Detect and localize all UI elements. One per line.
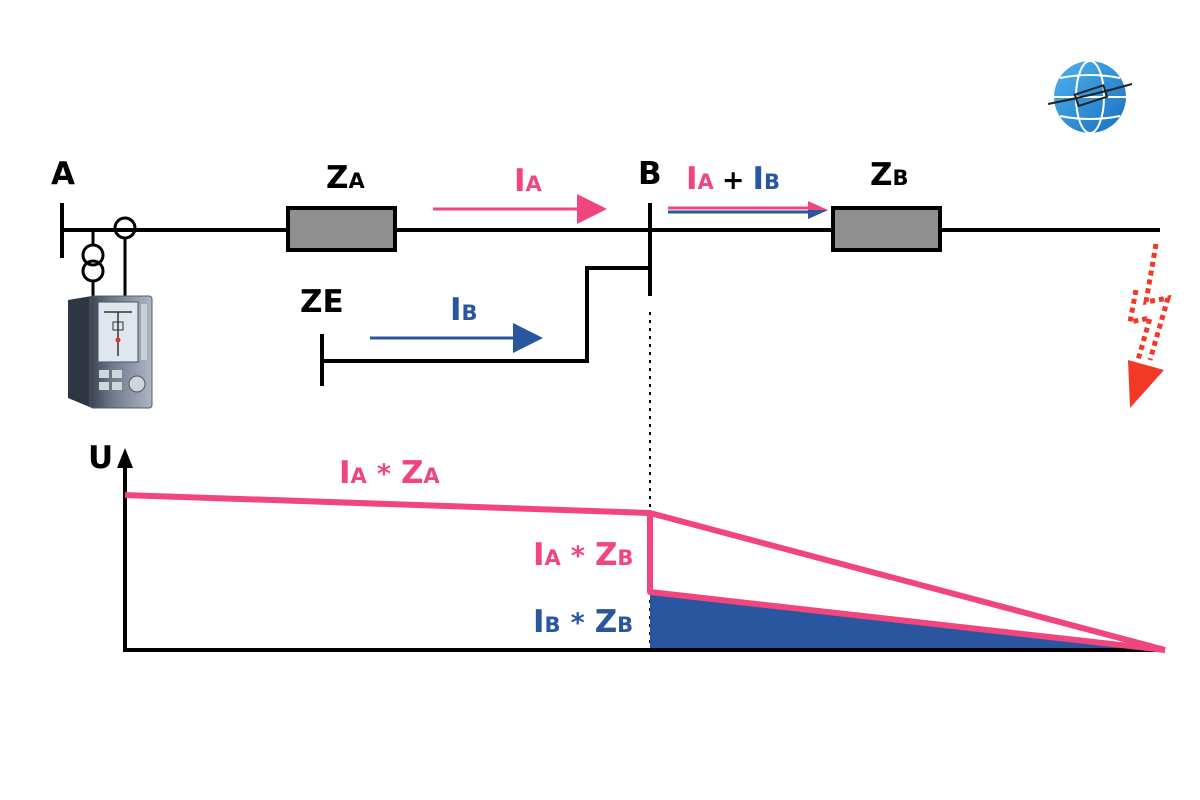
- voltage-profile-upper: [124, 492, 1166, 653]
- bus-a-label: A: [51, 156, 75, 192]
- ia-zb-label: IA*ZB: [533, 537, 633, 573]
- u-axis-arrowhead: [117, 448, 133, 468]
- ia-plus-ib-arrow: [668, 201, 828, 219]
- impedance-za-box: [286, 206, 397, 252]
- bus-b-label: B: [638, 156, 662, 192]
- ia-plus-ib-label: IA+IB: [686, 161, 780, 197]
- globe-logo-icon: [1047, 60, 1133, 134]
- ib-zb-label: IB*ZB: [533, 604, 633, 640]
- impedance-zb-box: [831, 206, 942, 252]
- ia-label: IA: [514, 163, 543, 199]
- current-transformer-icon: [81, 216, 137, 300]
- ia-za-label: IA*ZA: [339, 455, 440, 491]
- zb-label: ZB: [870, 157, 909, 193]
- ze-label: ZE: [300, 284, 344, 320]
- za-label: ZA: [326, 160, 365, 196]
- protection-relay-icon: [68, 295, 153, 409]
- lightning-fault-icon: [1126, 243, 1172, 408]
- voltage-profile-lower: [647, 513, 1166, 653]
- u-axis-label: U: [88, 440, 113, 476]
- ze-branch-line: [322, 266, 650, 363]
- ib-label: IB: [450, 292, 478, 328]
